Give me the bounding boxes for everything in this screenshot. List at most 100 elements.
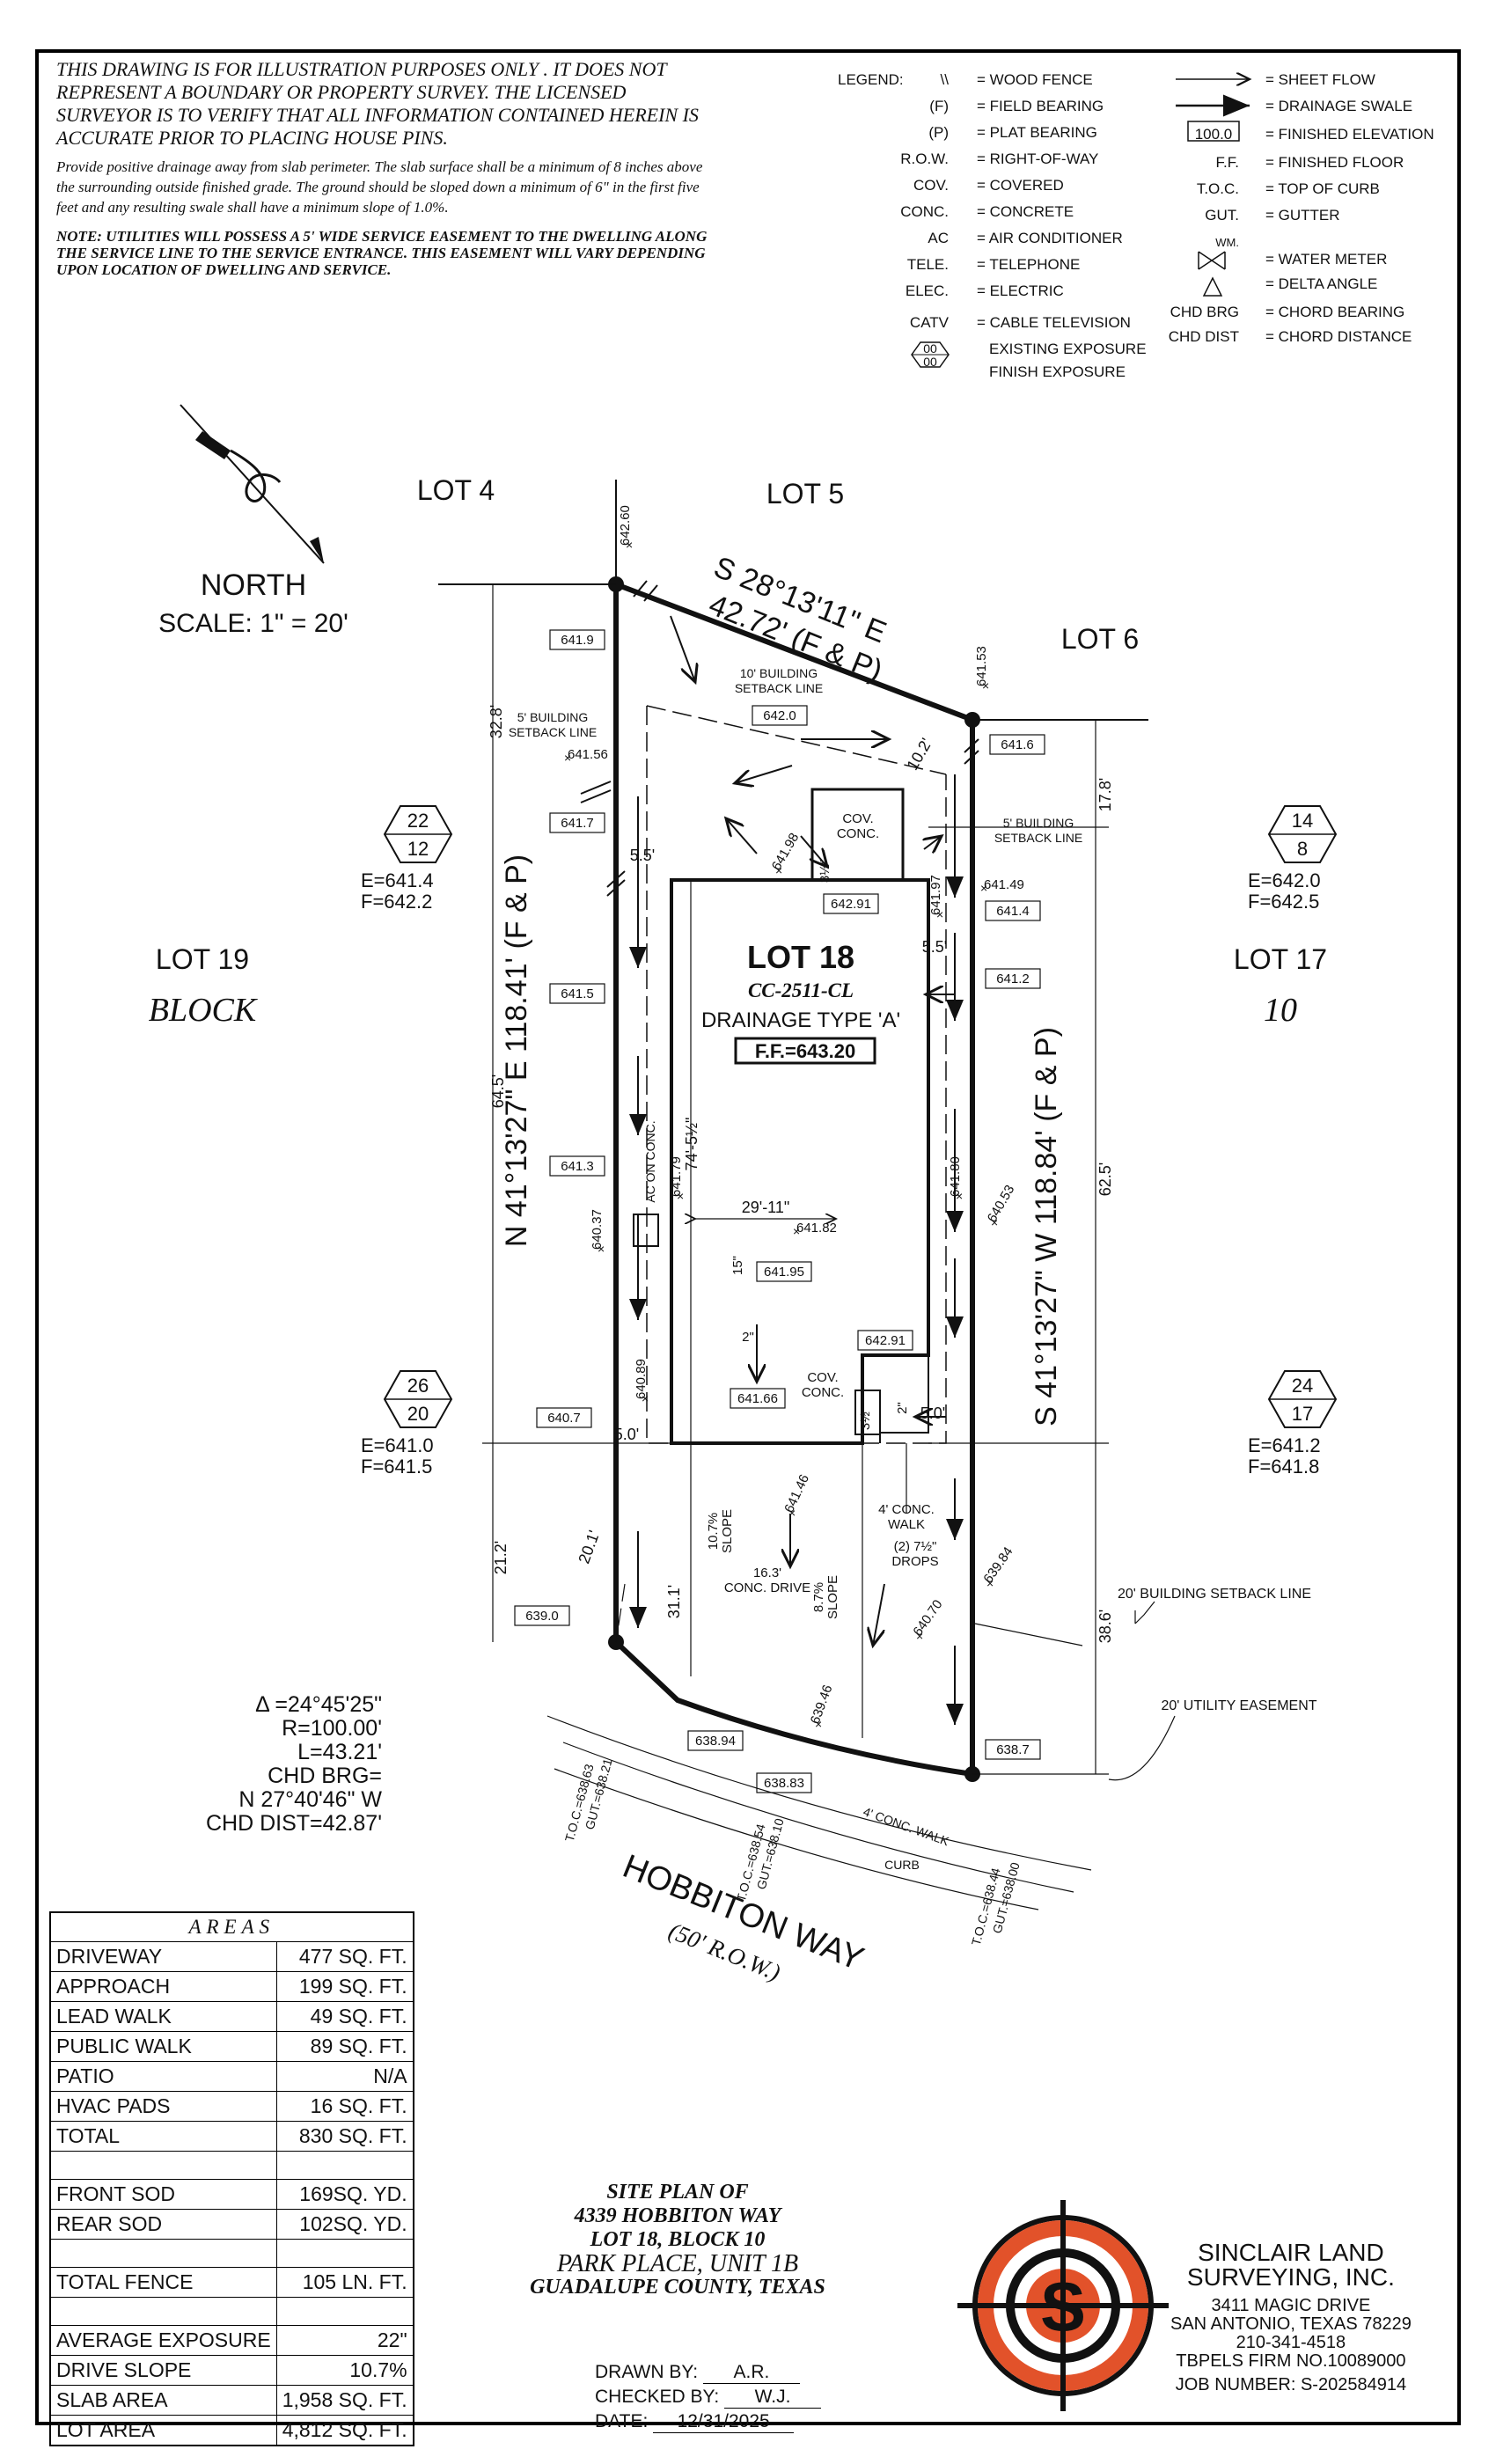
spot-elevation: 641.97 [928, 875, 943, 915]
sheet-border [35, 49, 1461, 2425]
company-address-2: SAN ANTONIO, TEXAS 78229 [1170, 2314, 1412, 2334]
existing-exposure: 24 [1292, 1375, 1313, 1397]
finished-elevation-box: 642.0 [763, 708, 796, 723]
setback-label-2: SETBACK LINE [994, 831, 1082, 845]
svg-text:×: × [956, 1189, 963, 1203]
finish-exposure: 12 [407, 838, 429, 860]
legend-description: = AIR CONDITIONER [977, 230, 1123, 246]
existing-elevation: E=641.4 [361, 869, 434, 891]
finished-elevation-box: 641.6 [1001, 737, 1034, 752]
svg-text:×: × [598, 1242, 605, 1256]
dimension-label: 17.8' [1096, 778, 1114, 811]
legend-title: LEGEND: [838, 71, 904, 88]
date-label: DATE: [595, 2411, 649, 2431]
svg-text:×: × [775, 863, 782, 877]
dimension-label: 31.1' [665, 1585, 683, 1618]
site-label: (2) 7½" [894, 1539, 937, 1554]
title-line-2: 4339 HOBBITON WAY [574, 2204, 781, 2227]
legend-symbol: AC [928, 230, 949, 246]
water-meter-icon [1198, 251, 1226, 270]
general-notes: THIS DRAWING IS FOR ILLUSTRATION PURPOSE… [56, 58, 708, 278]
easement-leaders [1108, 1601, 1176, 1781]
exposure-bottom: 00 [923, 355, 937, 369]
company-logo: S [957, 2200, 1169, 2411]
block-number-label: 10 [1264, 992, 1297, 1029]
legend-symbol: F.F. [1216, 154, 1239, 171]
drive-and-walk-lines [546, 1443, 1092, 1910]
title-line-3: LOT 18, BLOCK 10 [590, 2228, 766, 2251]
signoff-block: DRAWN BY: A.R. CHECKED BY: W.J. DATE: 12… [595, 2362, 822, 2436]
areas-value: 830 SQ. FT. [275, 2121, 414, 2152]
scale-label: SCALE: 1" = 20' [158, 609, 348, 638]
checked-by-label: CHECKED BY: [595, 2387, 720, 2407]
spot-elevation: 641.82 [796, 1221, 837, 1236]
north-arrow-icon [180, 404, 325, 564]
finish-elevation: F=641.8 [1248, 1456, 1319, 1478]
legend-description: = FINISHED FLOOR [1265, 154, 1404, 171]
legend-symbol: CATV [910, 314, 950, 331]
curve-length: L=43.21' [297, 1740, 382, 1764]
chord-bearing-value: N 27°40'46" W [238, 1787, 382, 1812]
svg-text:×: × [626, 538, 633, 552]
finish-elevation: F=641.5 [361, 1456, 432, 1478]
areas-value: 49 SQ. FT. [275, 2001, 414, 2032]
areas-label: DRIVE SLOPE [49, 2355, 277, 2386]
lot-4-label: LOT 4 [417, 474, 495, 506]
dimension-label: 15" [730, 1256, 745, 1275]
company-name-1: SINCLAIR LAND [1198, 2239, 1384, 2266]
disclaimer-note: THIS DRAWING IS FOR ILLUSTRATION PURPOSE… [56, 58, 699, 149]
legend-description: = WOOD FENCE [977, 71, 1093, 88]
legend-description: = DRAINAGE SWALE [1265, 98, 1412, 114]
legend-symbol: (P) [928, 124, 949, 141]
slope-label: 10.7% [706, 1513, 721, 1551]
areas-label: TOTAL [49, 2121, 277, 2152]
spot-elevation: 640.89 [634, 1359, 649, 1399]
finished-elevation-box: 641.5 [561, 986, 594, 1001]
finished-elevation-box: 641.9 [561, 633, 594, 648]
svg-text:×: × [980, 881, 987, 895]
areas-label: HVAC PADS [49, 2091, 277, 2122]
spot-elevation: 642.60 [618, 505, 633, 546]
site-label: 4' CONC. WALK [862, 1804, 951, 1848]
legend-description: = SHEET FLOW [1265, 71, 1375, 88]
site-label: 16.3' [753, 1566, 781, 1580]
block-label: BLOCK [149, 992, 258, 1029]
finished-elevation-box: 638.7 [996, 1742, 1030, 1757]
finished-elevation-box: 640.7 [547, 1411, 581, 1426]
company-firm: TBPELS FIRM NO.10089000 [1176, 2351, 1406, 2371]
legend-description: = CHORD BEARING [1265, 304, 1404, 320]
curve-radius: R=100.00' [282, 1716, 382, 1741]
title-line-1: SITE PLAN OF [606, 2181, 749, 2204]
rear-covered-patio [810, 788, 905, 882]
title-line-4: PARK PLACE, UNIT 1B [556, 2250, 799, 2277]
setback-label: 5' BUILDING [1003, 816, 1074, 830]
legend-symbol: CONC. [900, 203, 949, 220]
legend-symbol: TELE. [907, 256, 949, 273]
legend-description: = FINISHED ELEVATION [1265, 126, 1434, 143]
legend-description: = TELEPHONE [977, 256, 1080, 273]
svg-text:×: × [936, 907, 943, 921]
finished-elevation-box: 642.91 [865, 1333, 906, 1348]
areas-value: 199 SQ. FT. [275, 1971, 414, 2002]
areas-value: 105 LN. FT. [275, 2267, 414, 2298]
lot-boundary [608, 576, 980, 1782]
legend-symbol: GUT. [1205, 207, 1239, 224]
logo-letter: S [1040, 2268, 1086, 2345]
finished-floor-box [734, 1037, 876, 1065]
finish-exposure: 8 [1297, 838, 1308, 860]
dimension-label: 38.6' [1096, 1610, 1114, 1643]
site-label: 4' CONC. [878, 1502, 935, 1517]
setback-label-2: SETBACK LINE [509, 725, 597, 739]
legend-description: = PLAT BEARING [977, 124, 1097, 141]
spot-elevation: 641.46 [781, 1472, 812, 1515]
